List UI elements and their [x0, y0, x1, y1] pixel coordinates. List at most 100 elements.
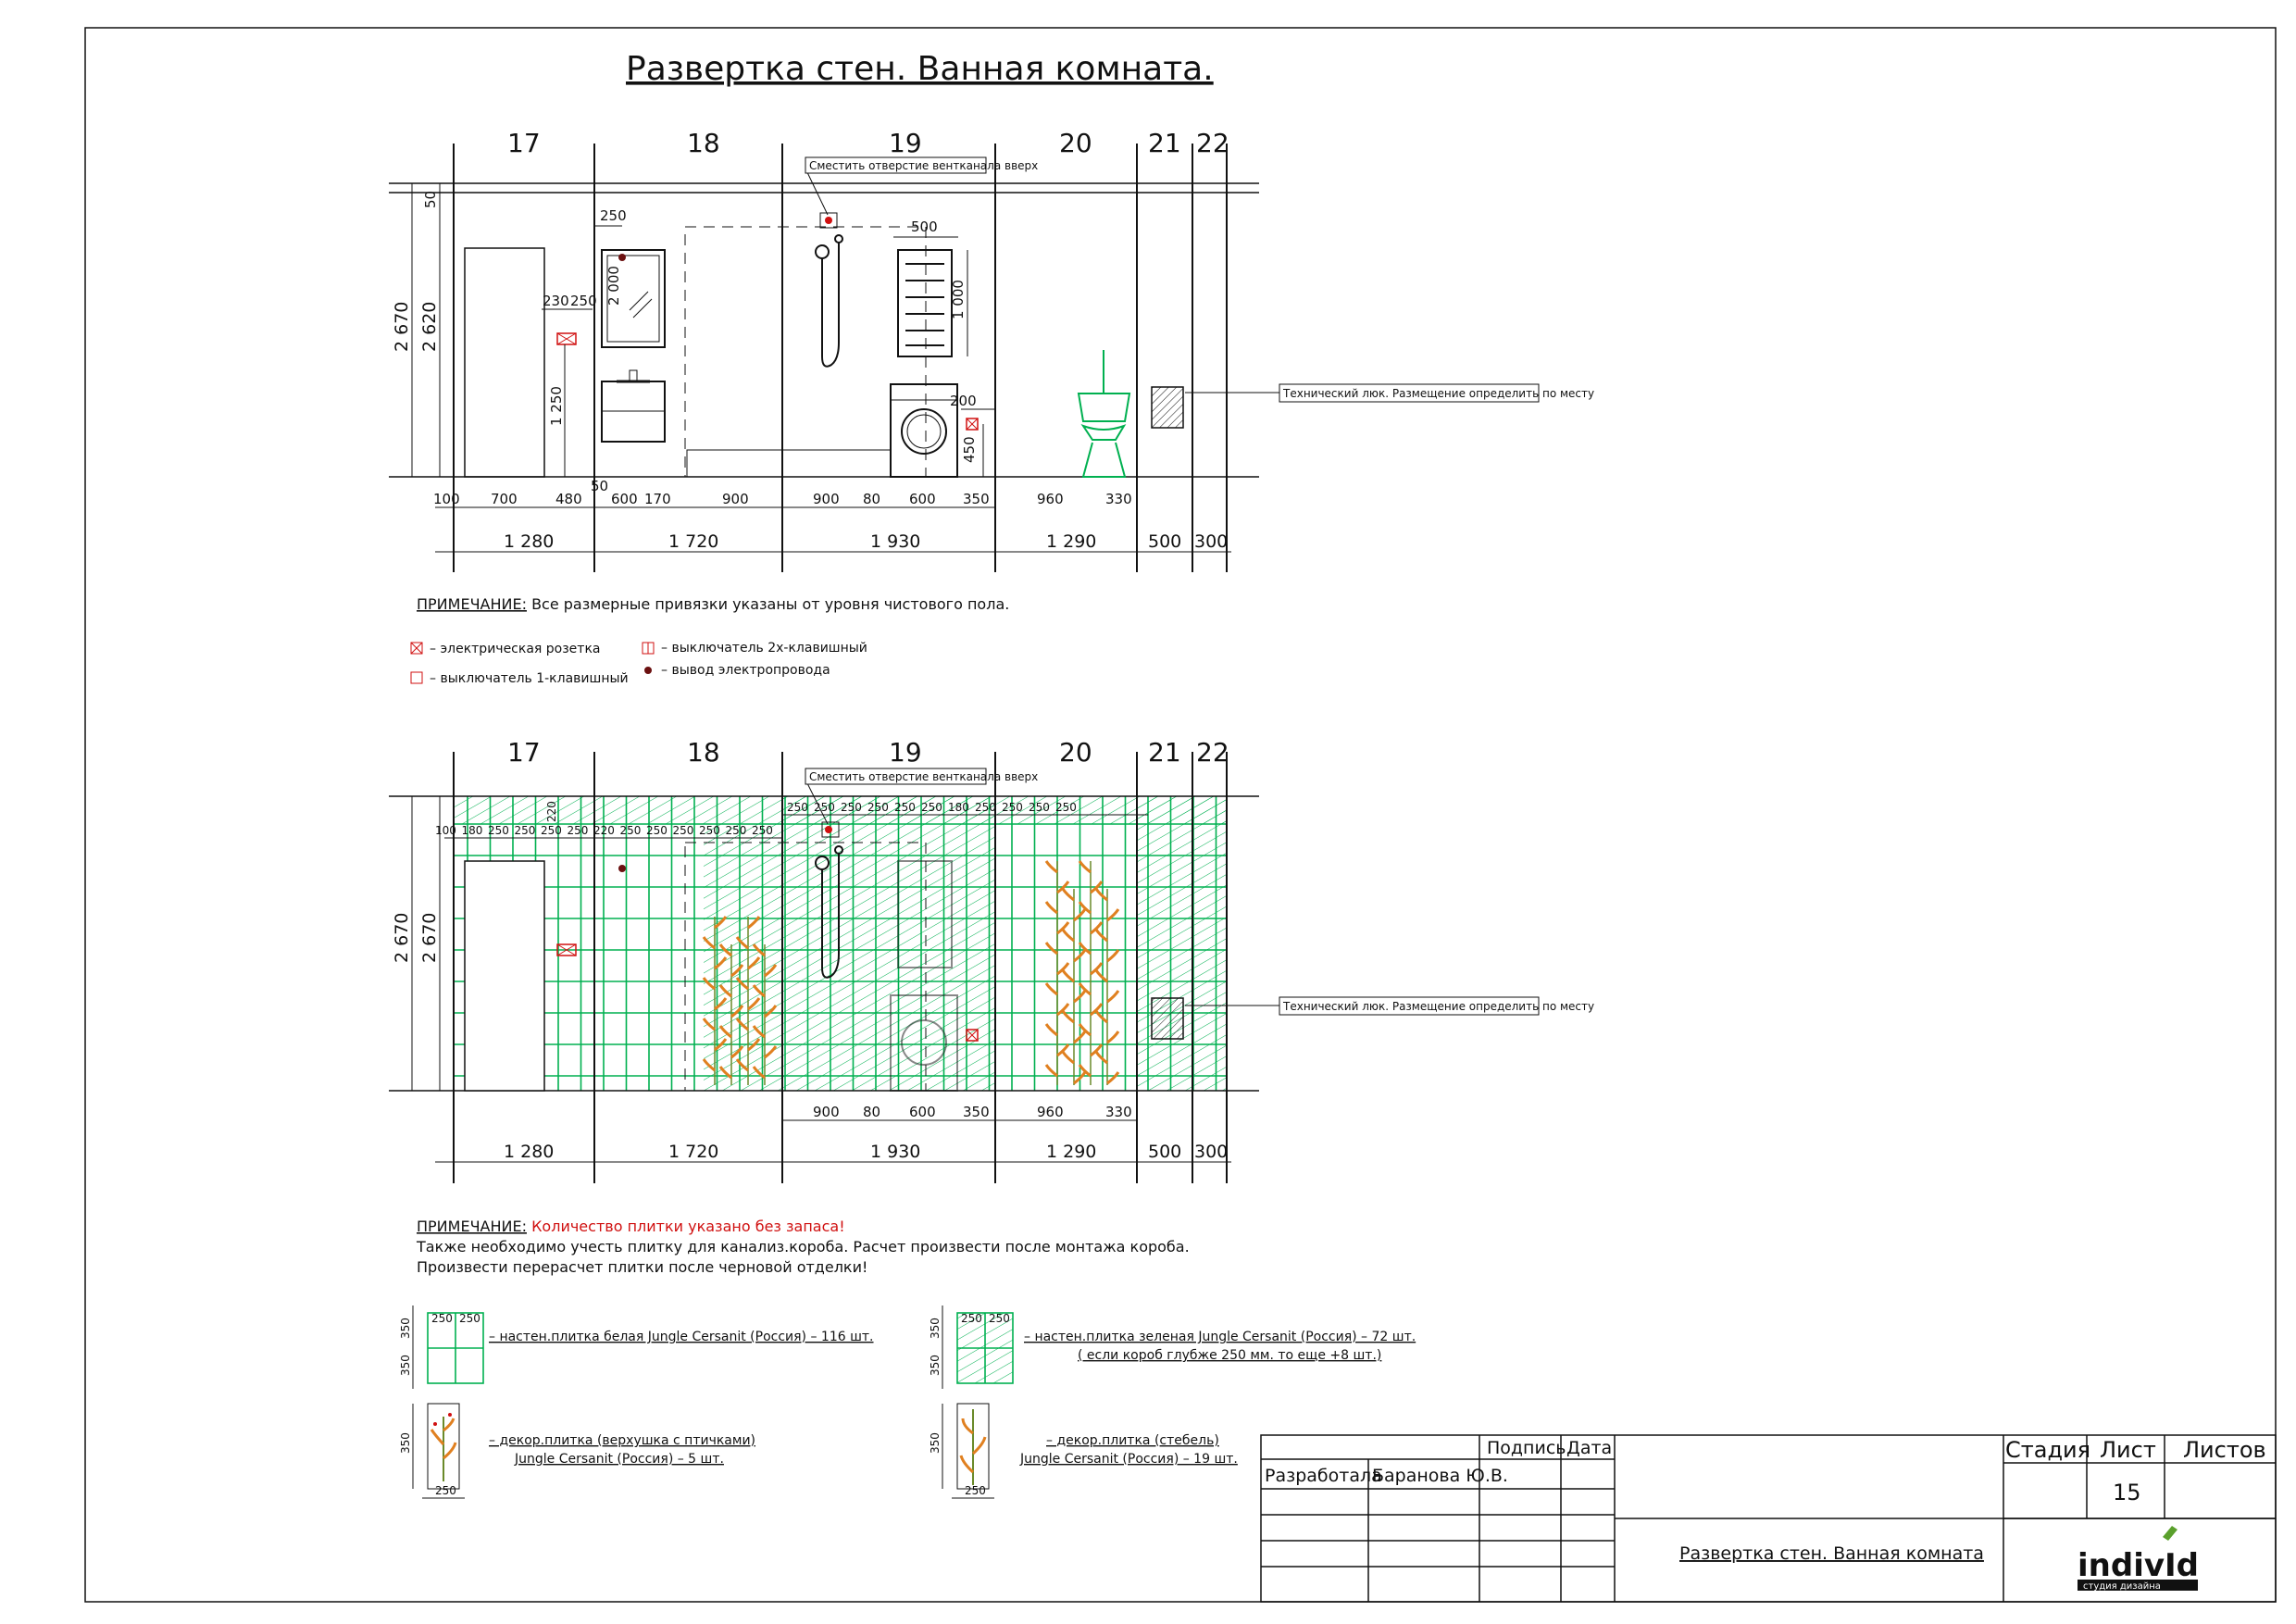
legend-switch-1: – выключатель 1-клавишный [430, 671, 629, 686]
green-tile-dim-1: 250 [961, 1312, 982, 1325]
decor-stem-swatch: 350 250 [929, 1403, 994, 1499]
wire-dot-icon [618, 865, 626, 872]
tb-list: Лист [2100, 1437, 2156, 1463]
decor-leaf [1044, 1023, 1058, 1037]
elev2-second-dim: 250 [699, 824, 720, 837]
decor-leaf [735, 977, 749, 991]
elev1-dim-250a: 250 [570, 293, 597, 309]
decor-leaf [702, 936, 716, 950]
axis-21: 21 [1148, 128, 1181, 158]
decor-leaf [1094, 888, 1108, 902]
elev2-callout-hatch [1279, 996, 1540, 1016]
decor-leaf [1044, 860, 1058, 874]
decor-leaf [1044, 982, 1058, 996]
towel-rack [897, 249, 953, 357]
elev2-second-dim: 100 [435, 824, 456, 837]
elev1-row1-2: 480 [555, 491, 582, 507]
axis2-19: 19 [889, 737, 922, 768]
decor-leaf [1090, 881, 1104, 894]
elev1-row1-6: 900 [722, 491, 749, 507]
decor-leaf [1094, 1010, 1108, 1024]
white-tile-label: – настен.плитка белая Jungle Cersanit (Р… [489, 1330, 874, 1344]
elev1-row2-0: 1 280 [504, 531, 554, 552]
tb-razrabotala: Разработала [1265, 1466, 1382, 1486]
decor-leaf [1106, 990, 1120, 1004]
elev2-second-dim: 220 [593, 824, 615, 837]
decor-leaf [1056, 962, 1070, 976]
decor-leaf [714, 1038, 728, 1052]
green-tile-label-1: – настен.плитка зеленая Jungle Cersanit … [1024, 1330, 1416, 1344]
elev2-top-dim: 250 [921, 801, 942, 814]
elev2-top-dim: 250 [814, 801, 835, 814]
tb-sheet-num: 15 [2113, 1480, 2141, 1505]
elev2-top-dim: 250 [1002, 801, 1023, 814]
elev1-dim-1250: 1 250 [548, 386, 565, 426]
note1-label: ПРИМЕЧАНИЕ: [417, 595, 527, 613]
decor-leaf [718, 1025, 732, 1039]
decor-leaf [1061, 969, 1075, 983]
elev2-top-dim: 180 [948, 801, 969, 814]
green-tile-label-2: ( если короб глубже 250 мм. то еще +8 шт… [1078, 1348, 1381, 1363]
elev1-axis-lines [453, 144, 1228, 572]
note2-line2: Также необходимо учесть плитку для канал… [416, 1238, 1190, 1255]
elev2-top-dim: 250 [787, 801, 808, 814]
elev2-second-dim: 250 [673, 824, 694, 837]
legend-outlet: – электрическая розетка [430, 642, 600, 656]
elev2-axis-lines [453, 752, 1228, 1183]
elev2-top-dim: 250 [975, 801, 996, 814]
vent-hole [819, 212, 838, 229]
elev1-row1-5: 170 [644, 491, 671, 507]
elev1-dim-mirror-250: 250 [600, 207, 627, 224]
decor-leaf [702, 1018, 716, 1031]
decor-leaf [764, 964, 778, 978]
note-2: ПРИМЕЧАНИЕ: Количество плитки указано бе… [416, 1218, 1190, 1276]
decor-stem-dim-w: 250 [965, 1484, 986, 1497]
svg-text:ПРИМЕЧАНИЕ: Все размерные прив: ПРИМЕЧАНИЕ: Все размерные привязки указа… [417, 595, 1009, 613]
note2-line3: Произвести перерасчет плитки после черно… [417, 1258, 867, 1276]
door [464, 247, 545, 478]
elev2-callout-vent [805, 768, 987, 785]
axis2-20: 20 [1059, 737, 1092, 768]
legend-switch-2: – выключатель 2х-клавишный [661, 641, 867, 656]
decor-leaf [1106, 1071, 1120, 1085]
technical-hatch [1151, 386, 1184, 429]
decor-leaf [1078, 1064, 1092, 1078]
decor-leaf [714, 916, 728, 930]
legend-1: – электрическая розетка – выключатель 1-… [410, 641, 867, 686]
elev1-row2-4: 500 [1148, 531, 1181, 552]
axis2-21: 21 [1148, 737, 1181, 768]
elev1-row2-2: 1 930 [870, 531, 920, 552]
elev2-second-dim: 250 [515, 824, 536, 837]
elev2-row1-5: 330 [1105, 1104, 1132, 1120]
decor-leaf [735, 1018, 749, 1031]
elev2-second-dim: 250 [568, 824, 589, 837]
door-2 [464, 860, 545, 1092]
note-1: ПРИМЕЧАНИЕ: Все размерные привязки указа… [417, 595, 1009, 613]
decor-leaf [1073, 990, 1087, 1004]
elev2-row1-2: 600 [909, 1104, 936, 1120]
logo-text: indivId [2078, 1547, 2199, 1584]
axis-20: 20 [1059, 128, 1092, 158]
page-title: Развертка стен. Ванная комната. [626, 50, 1214, 88]
axis-19: 19 [889, 128, 922, 158]
elev1-row2-5: 300 [1194, 531, 1228, 552]
elev1-height-inner: 2 620 [419, 302, 440, 352]
decor-leaf [1090, 962, 1104, 976]
decor-leaf [714, 956, 728, 970]
elev2-row1-3: 350 [963, 1104, 990, 1120]
decor-birds-label-2: Jungle Cersanit (Россия) – 5 шт. [514, 1452, 724, 1467]
elev1-row1-11: 960 [1037, 491, 1064, 507]
green-tile-zone-21 [1137, 796, 1227, 1091]
elev2-second-dim: 250 [541, 824, 562, 837]
white-tile-swatch: 250 250 350 350 [399, 1305, 484, 1389]
decor-birds-label-1: – декор.плитка (верхушка с птичками) [489, 1433, 755, 1448]
axis2-18: 18 [687, 737, 720, 768]
elev1-callout-vent-text: Сместить отверстие вентканала вверх [809, 159, 1038, 172]
decor-leaf [747, 956, 761, 970]
decor-leaf [1044, 901, 1058, 915]
elev1-dim-500: 500 [911, 219, 938, 235]
elev2-second-dim: 250 [726, 824, 747, 837]
decor-plant-tiles [702, 860, 1120, 1085]
